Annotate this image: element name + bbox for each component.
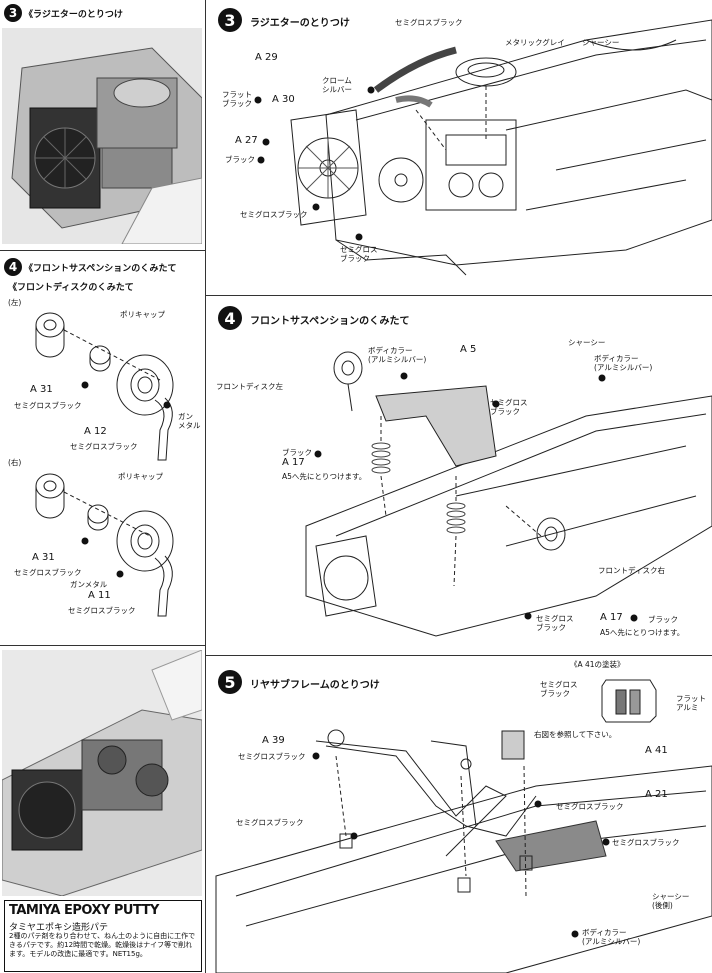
- a31-label-2: A 31: [32, 552, 55, 563]
- step5-body-color: ボディカラー (アルミシルバー): [582, 928, 641, 946]
- a31-label-1: A 31: [30, 384, 53, 395]
- step4-front-disc-right: フロントディスク右: [598, 566, 665, 575]
- step4-diagram: [305, 351, 712, 637]
- step3-flat-black: フラット ブラック: [222, 90, 252, 108]
- step3-small-badge: 3: [4, 4, 22, 22]
- step4-a17-right-note: A5へ先にとりつけます。: [600, 628, 685, 637]
- left-disc-diagram: [35, 312, 174, 461]
- step5-semigloss-black-left: セミグロスブラック: [236, 818, 304, 827]
- polycap-label-2: ポリキャップ: [118, 472, 163, 481]
- step3-semigloss-black-top: セミグロスブラック: [395, 18, 463, 27]
- disc-title: 《フロントディスクのくみたて: [8, 283, 134, 293]
- step4-a17-left: A 17: [282, 457, 305, 468]
- step4-title: フロントサスペンションのくみたて: [250, 316, 410, 327]
- step3-semigloss-black-bottom: セミグロスブラック: [240, 210, 308, 219]
- right-disc-diagram: [35, 473, 174, 617]
- step5-badge: 5: [218, 670, 242, 694]
- step4-semigloss-black-1: セミグロス ブラック: [490, 398, 528, 416]
- a12-color: セミグロスブラック: [70, 442, 138, 451]
- putty-brand: TAMIYA EPOXY PUTTY: [9, 903, 159, 918]
- a31-color-1: セミグロスブラック: [14, 401, 82, 410]
- step3-small-title: 《ラジエターのとりつけ: [24, 10, 123, 20]
- step3-chassis: シャーシー: [582, 38, 620, 47]
- step5-semigloss-black-a21: セミグロスブラック: [556, 802, 624, 811]
- radiator-photo: [2, 28, 202, 244]
- step5-chassis-rear: シャーシー (後側): [652, 892, 690, 910]
- left-photo-divider: [0, 250, 205, 251]
- a41-paint-inset: [601, 679, 657, 723]
- step4-black: ブラック: [282, 448, 312, 457]
- suspension-photo: [2, 650, 202, 896]
- step4-a17-left-note: A5へ先にとりつけます。: [282, 472, 367, 481]
- step3-semigloss-black-bottom2: セミグロス ブラック: [340, 245, 378, 263]
- step3-metallic-grey: メタリックグレイ: [505, 38, 565, 47]
- step4-a17-right: A 17: [600, 612, 623, 623]
- step3-a29: A 29: [255, 52, 278, 63]
- step4-small-badge: 4: [4, 258, 22, 276]
- radiator-photo-illustration: [2, 28, 202, 244]
- step4-body-color-2: ボディカラー (アルミシルバー): [594, 354, 653, 372]
- step4-small-title: 《フロントサスペンションのくみたて: [24, 264, 177, 274]
- step5-a41: A 41: [645, 745, 668, 756]
- step3-diagram: [254, 19, 712, 276]
- step5-semigloss-black-inset: セミグロス ブラック: [540, 680, 578, 698]
- step5-diagram: [215, 729, 712, 973]
- step5-a39-color: セミグロスブラック: [238, 752, 306, 761]
- suspension-photo-illustration: [2, 650, 202, 896]
- step5-title: リヤサブフレームのとりつけ: [250, 680, 380, 691]
- step4-front-disc-left: フロントディスク左: [216, 382, 283, 391]
- left-side-label: (左): [8, 298, 22, 307]
- step4-chassis: シャーシー: [568, 338, 606, 347]
- a31-color-2: セミグロスブラック: [14, 568, 82, 577]
- step5-a39: A 39: [262, 735, 285, 746]
- step4-step5-divider: [206, 655, 712, 656]
- column-divider: [205, 0, 206, 973]
- a11-color: セミグロスブラック: [68, 606, 136, 615]
- step3-chrome-silver: クローム シルバー: [322, 76, 352, 94]
- step4-body-color-1: ボディカラー (アルミシルバー): [368, 346, 427, 364]
- a11-label: A 11: [88, 590, 111, 601]
- step3-step4-divider: [206, 295, 712, 296]
- step5-a41-paint-title: 《A 41の塗装》: [570, 660, 625, 669]
- epoxy-putty-ad: TAMIYA EPOXY PUTTY タミヤエポキシ造形パテ 2種のパテ剤をねり…: [4, 900, 202, 972]
- step3-title: ラジエターのとりつけ: [250, 18, 350, 29]
- step5-a21: A 21: [645, 789, 668, 800]
- step5-semigloss-black-right: セミグロスブラック: [612, 838, 680, 847]
- putty-subtitle: タミヤエポキシ造形パテ: [9, 923, 109, 933]
- step3-badge: 3: [218, 8, 242, 32]
- step4-a5: A 5: [460, 344, 477, 355]
- left-photo2-divider: [0, 645, 205, 646]
- step3-a30: A 30: [272, 94, 295, 105]
- step4-a17-right-color: ブラック: [648, 615, 678, 624]
- putty-description: 2種のパテ剤をねり合わせて、ねん土のように自由に工作できるパテです。約12時間で…: [9, 932, 196, 958]
- polycap-label-1: ポリキャップ: [120, 310, 165, 319]
- gunmetal-label-2: ガンメタル: [70, 580, 108, 589]
- step5-flat-alumi: フラット アルミ: [676, 694, 706, 712]
- step3-black: ブラック: [225, 155, 255, 164]
- step5-refer-note: 右図を参照して下さい。: [534, 730, 617, 739]
- a12-label: A 12: [84, 426, 107, 437]
- step3-a27: A 27: [235, 135, 258, 146]
- right-side-label: (右): [8, 458, 22, 467]
- left-column: 3 《ラジエターのとりつけ 4 《フロントサスペンションのくみたて 《フロントデ…: [0, 0, 205, 973]
- step4-badge: 4: [218, 306, 242, 330]
- gunmetal-label-1: ガン メタル: [178, 412, 201, 430]
- step4-semigloss-black-2: セミグロス ブラック: [536, 614, 574, 632]
